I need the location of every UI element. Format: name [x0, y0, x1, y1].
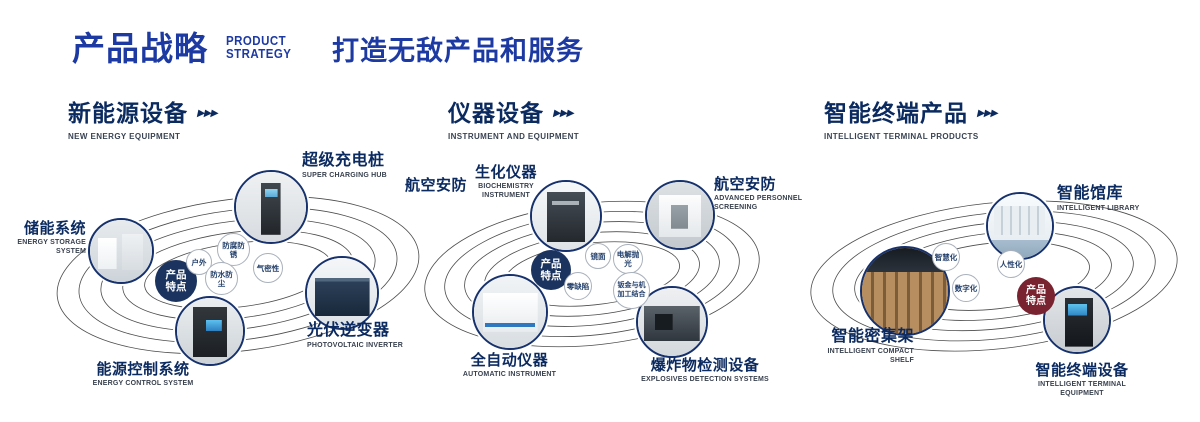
product-name-cn: 光伏逆变器 [307, 322, 390, 339]
label-personnel-screening: 航空安防 ADVANCED PERSONNEL SCREENING [714, 176, 809, 213]
product-name-en: ENERGY STORAGE SYSTEM [17, 239, 86, 255]
circle-terminal-equipment [1043, 286, 1111, 354]
section-subtitle-instrument: INSTRUMENT AND EQUIPMENT [448, 132, 580, 141]
circle-automatic-instrument [472, 274, 548, 350]
feature-bubble-mirror: 镜面 [585, 243, 611, 269]
label-intelligent-library: 智能馆库 INTELLIGENT LIBRARY [1057, 185, 1167, 214]
feature-bubble-airtight: 气密性 [253, 253, 283, 283]
product-name-en: SUPER CHARGING HUB [302, 172, 387, 180]
page-title: 产品战略 [72, 30, 208, 67]
page-title-en-line2: STRATEGY [226, 47, 292, 62]
triple-arrow-icon: ▶▶▶ [196, 107, 219, 119]
label-super-charging-hub: 超级充电桩 SUPER CHARGING HUB [302, 152, 417, 181]
feature-bubble-sheetmetal: 钣金与机加工结合 [613, 272, 650, 309]
circle-personnel-screening [645, 180, 715, 250]
feature-bubble-anticorrosion: 防腐防锈 [217, 233, 250, 266]
energy-control-photo [177, 298, 243, 364]
product-name-en: ENERGY CONTROL SYSTEM [92, 380, 194, 388]
circle-biochemistry-instrument [530, 180, 602, 252]
feature-bubble-humanized: 人性化 [997, 250, 1025, 278]
section-header-new-energy: 新能源设备 ▶▶▶ NEW ENERGY EQUIPMENT [68, 94, 219, 141]
feature-bubble-digital: 数字化 [952, 274, 980, 302]
product-name-cn: 智能馆库 [1057, 185, 1124, 202]
explosives-detection-photo [638, 288, 706, 356]
section-subtitle-new-energy: NEW ENERGY EQUIPMENT [68, 132, 181, 141]
page-title-en: PRODUCT STRATEGY [226, 34, 292, 62]
feature-bubble-electropolish: 电解抛光 [613, 244, 643, 274]
product-name-cn: 能源控制系统 [96, 361, 190, 378]
label-explosives-detection: 爆炸物检测设备 EXPLOSIVES DETECTION SYSTEMS [635, 357, 775, 385]
label-biochemistry-instrument: 生化仪器 BIOCHEMISTRY INSTRUMENT [462, 164, 550, 201]
extra-label: 航空安防 [405, 177, 468, 194]
biochemistry-instrument-photo [532, 182, 600, 250]
label-aviation-security: 航空安防 [405, 177, 475, 194]
photovoltaic-inverter-photo [307, 258, 377, 328]
triple-arrow-icon: ▶▶▶ [552, 107, 575, 119]
energy-storage-photo [90, 220, 152, 282]
section-header-terminal: 智能终端产品 ▶▶▶ INTELLIGENT TERMINAL PRODUCTS [824, 94, 999, 141]
section-header-instrument: 仪器设备 ▶▶▶ INSTRUMENT AND EQUIPMENT [448, 94, 579, 141]
features-badge-label: 产品特点 [1026, 284, 1046, 308]
label-photovoltaic-inverter: 光伏逆变器 PHOTOVOLTAIC INVERTER [307, 322, 417, 351]
product-name-en: BIOCHEMISTRY INSTRUMENT [478, 183, 534, 199]
section-title-new-energy: 新能源设备 [68, 100, 188, 126]
product-name-en: INTELLIGENT COMPACT SHELF [827, 348, 914, 365]
product-name-en: EXPLOSIVES DETECTION SYSTEMS [641, 376, 769, 384]
features-badge-label: 产品特点 [165, 268, 187, 293]
label-terminal-equipment: 智能终端设备 INTELLIGENT TERMINAL EQUIPMENT [1022, 362, 1142, 399]
triple-arrow-icon: ▶▶▶ [976, 107, 999, 119]
product-name-cn: 航空安防 [714, 176, 777, 193]
circle-super-charging-hub [234, 170, 308, 244]
product-name-cn: 智能密集架 [831, 328, 914, 345]
product-name-en: INTELLIGENT TERMINAL EQUIPMENT [1038, 381, 1126, 397]
circle-intelligent-library [986, 192, 1054, 260]
product-name-cn: 储能系统 [23, 220, 86, 237]
product-name-cn: 全自动仪器 [470, 352, 549, 369]
product-name-cn: 生化仪器 [474, 164, 537, 181]
features-badge-terminal: 产品特点 [1017, 277, 1055, 315]
circle-energy-storage [88, 218, 154, 284]
product-name-cn: 智能终端设备 [1035, 362, 1129, 379]
product-name-en: PHOTOVOLTAIC INVERTER [307, 342, 403, 350]
feature-bubble-smart: 智慧化 [932, 243, 960, 271]
automatic-instrument-photo [474, 276, 546, 348]
personnel-screening-photo [647, 182, 713, 248]
section-title-instrument: 仪器设备 [448, 100, 544, 126]
intelligent-library-photo [988, 194, 1052, 258]
super-charging-hub-photo [236, 172, 306, 242]
section-subtitle-terminal: INTELLIGENT TERMINAL PRODUCTS [824, 132, 979, 141]
product-name-cn: 爆炸物检测设备 [650, 357, 760, 374]
features-badge-label: 产品特点 [540, 257, 562, 282]
product-name-en: INTELLIGENT LIBRARY [1057, 205, 1140, 213]
product-name-cn: 超级充电桩 [302, 152, 385, 169]
label-energy-control: 能源控制系统 ENERGY CONTROL SYSTEM [88, 361, 198, 389]
feature-bubble-zero-defect: 零缺陷 [564, 272, 592, 300]
label-automatic-instrument: 全自动仪器 AUTOMATIC INSTRUMENT [452, 352, 567, 380]
section-title-terminal: 智能终端产品 [824, 100, 968, 126]
page-title-en-line1: PRODUCT [226, 34, 287, 48]
circle-compact-shelf [860, 246, 950, 336]
product-name-en: AUTOMATIC INSTRUMENT [462, 371, 557, 379]
label-compact-shelf: 智能密集架 INTELLIGENT COMPACT SHELF [822, 328, 914, 366]
circle-photovoltaic-inverter [305, 256, 379, 330]
page-slogan: 打造无敌产品和服务 [332, 36, 584, 66]
features-badge-instrument: 产品特点 [531, 250, 571, 290]
product-name-en: ADVANCED PERSONNEL SCREENING [714, 195, 803, 211]
label-energy-storage: 储能系统 ENERGY STORAGE SYSTEM [6, 220, 86, 257]
terminal-equipment-photo [1045, 288, 1109, 352]
circle-energy-control [175, 296, 245, 366]
feature-bubble-waterproof: 防水防尘 [205, 262, 238, 295]
